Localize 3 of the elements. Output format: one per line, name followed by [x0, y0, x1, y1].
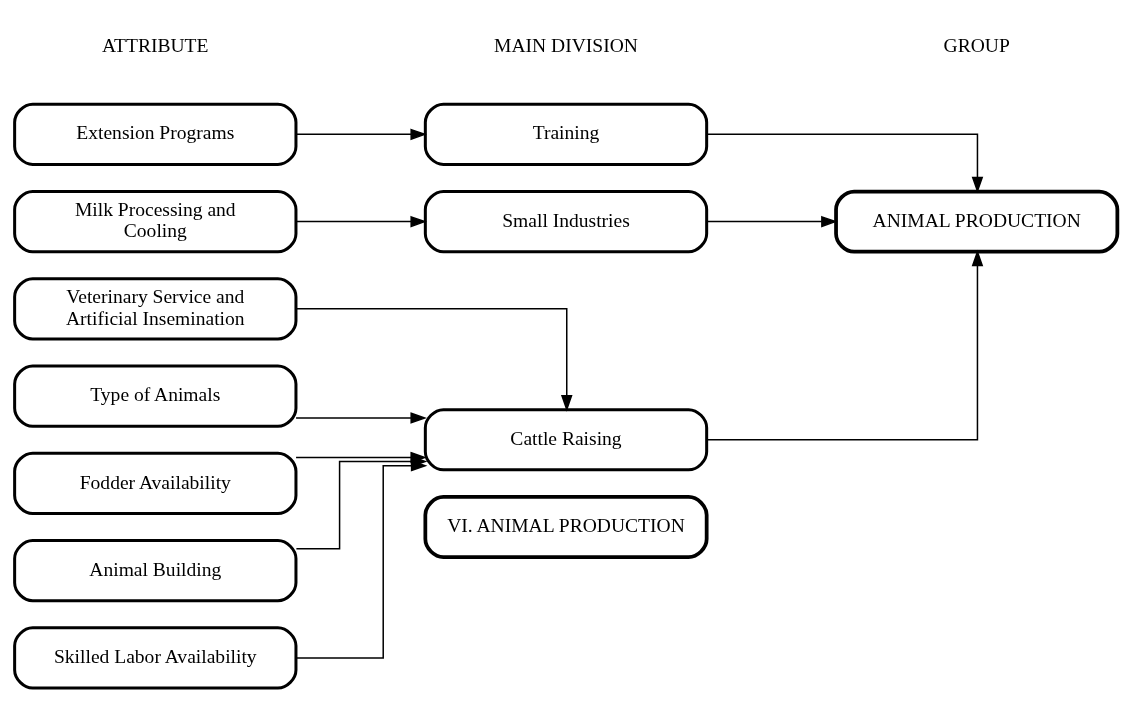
- label: GROUP: [943, 34, 1010, 56]
- label: ATTRIBUTE: [102, 34, 209, 56]
- label: MAIN DIVISION: [494, 34, 638, 56]
